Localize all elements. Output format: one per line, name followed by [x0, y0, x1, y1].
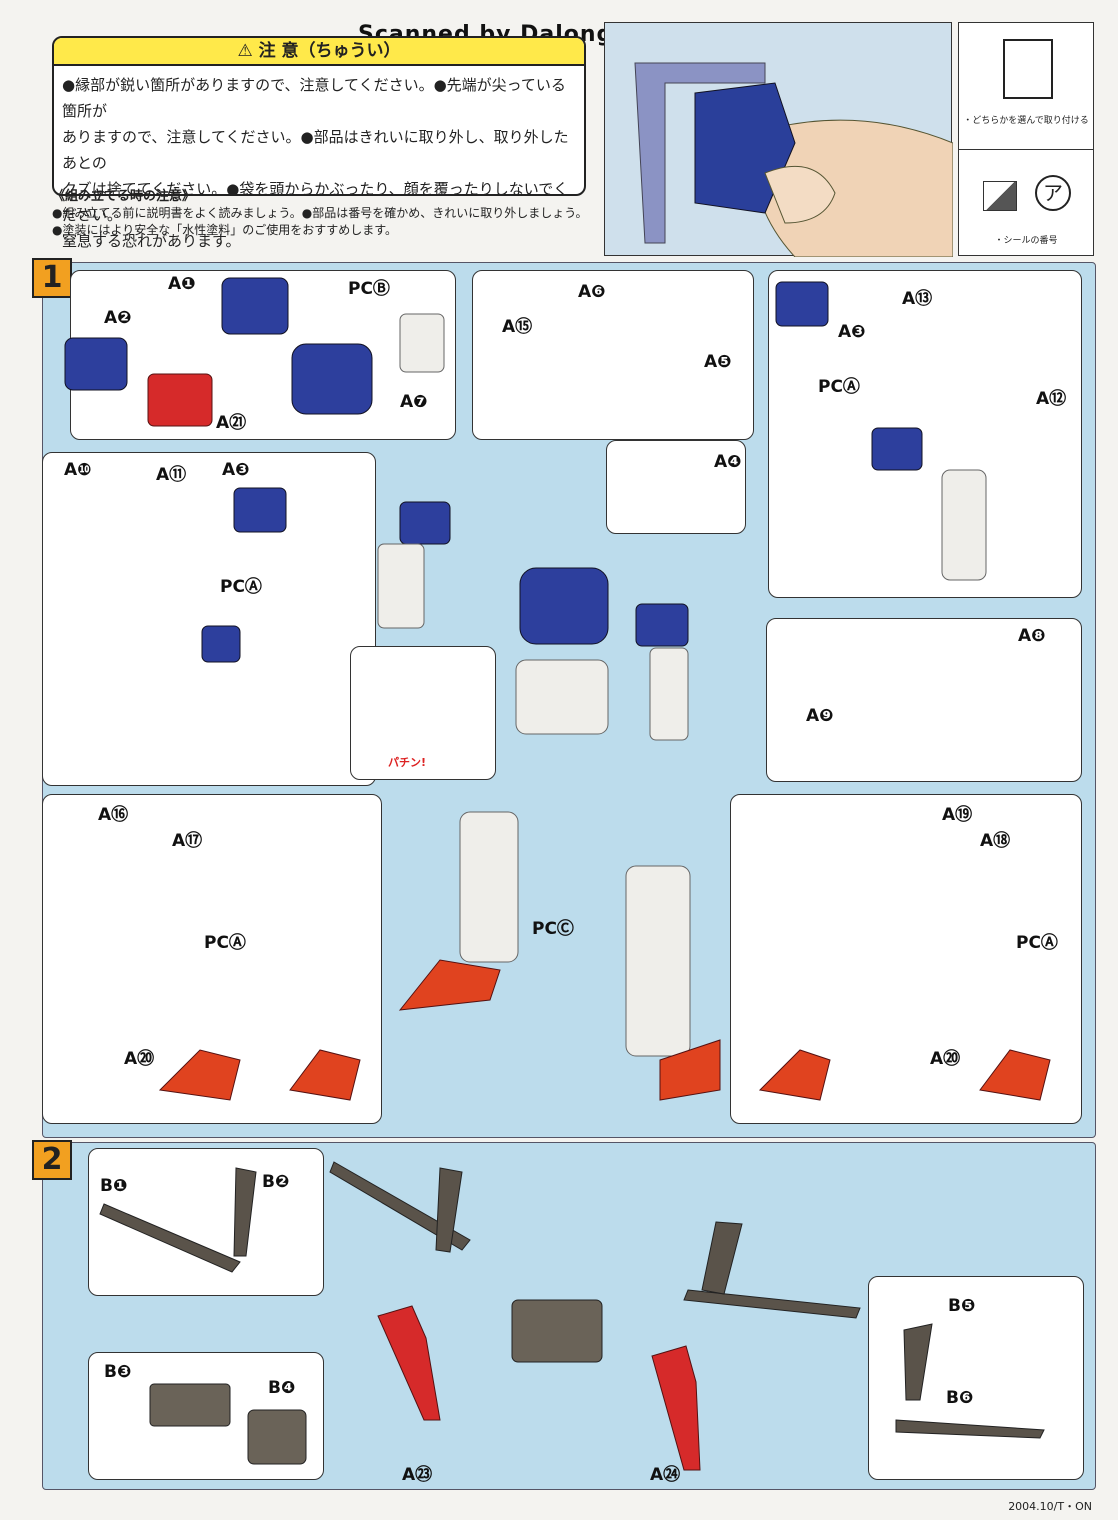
legend-choose: ・どちらかを選んで取り付ける [963, 116, 1089, 126]
snap-label: パチン! [388, 756, 427, 769]
part-label: A❼ [400, 392, 428, 412]
warning-line: 窒息する恐れがあります。 [62, 232, 241, 250]
part-label: A❾ [806, 706, 834, 726]
part-label: PCⒶ [204, 933, 246, 953]
part-label: A㉓ [402, 1465, 433, 1485]
hand-cutting-illustration [634, 62, 953, 257]
part-label: B❹ [268, 1378, 296, 1398]
part-label: A⑳ [124, 1049, 155, 1069]
warning-line: ●縁部が鋭い箇所がありますので、注意してください。●先端が尖っている箇所が [62, 76, 566, 120]
assembly-notes: 《組み立てる時の注意》 ●組み立てる前に説明書をよく読みましょう。●部品は番号を… [52, 188, 592, 239]
part-label: A⑫ [1036, 389, 1067, 409]
part-label: PCⒸ [532, 919, 574, 939]
notes-title: 《組み立てる時の注意》 [52, 189, 196, 204]
part-label: A❿ [64, 460, 92, 480]
part-label: A❽ [1018, 626, 1046, 646]
part-label: A❻ [578, 282, 606, 302]
sticker-number-icon: ア [1035, 175, 1071, 211]
legend-sticker: ・シールの番号 [994, 236, 1058, 246]
left-arm-panel [42, 452, 376, 786]
removal-illustration [604, 22, 953, 257]
step-number: 1 [32, 258, 72, 298]
part-label: B❷ [262, 1172, 290, 1192]
sticker-icon [983, 181, 1017, 211]
part-label: B❺ [948, 1296, 976, 1316]
part-label: A❶ [168, 274, 196, 294]
part-label: PCⒶ [1016, 933, 1058, 953]
part-label: A㉑ [216, 413, 247, 433]
part-label: B❶ [100, 1176, 128, 1196]
notes-line: ●組み立てる前に説明書をよく読みましょう。●部品は番号を確かめ、きれいに取り外し… [52, 206, 588, 220]
skirt-detail-panel [350, 646, 496, 780]
legend-box: ・どちらかを選んで取り付ける ア ・シールの番号 [958, 22, 1094, 256]
part-label: PCⒶ [818, 377, 860, 397]
part-label: A❸ [838, 322, 866, 342]
part-label: A⑱ [980, 831, 1011, 851]
part-label: A⑲ [942, 805, 973, 825]
waist-panel [766, 618, 1082, 782]
part-label: A⑰ [172, 831, 203, 851]
divider [959, 149, 1093, 150]
notes-line: ●塗装にはより安全な「水性塗料」のご使用をおすすめします。 [52, 223, 398, 237]
wing-b-panel [868, 1276, 1084, 1480]
choose-one-icon [1003, 39, 1053, 99]
print-code: 2004.10/T・ON [1008, 1500, 1092, 1513]
warning-line: クズは捨ててください。●袋を頭からかぶったり、顔を覆ったりしないでください。 [62, 180, 569, 224]
warning-title: ⚠ 注 意（ちゅうい） [54, 38, 584, 66]
part-label: A❸ [222, 460, 250, 480]
part-label: A⑮ [502, 317, 533, 337]
part-label: B❸ [104, 1362, 132, 1382]
part-label: A❷ [104, 308, 132, 328]
head-sticker-panel [606, 440, 746, 534]
step-number: 2 [32, 1140, 72, 1180]
part-label: A⑯ [98, 805, 129, 825]
warning-box: ⚠ 注 意（ちゅうい） ●縁部が鋭い箇所がありますので、注意してください。●先端… [52, 36, 586, 250]
warning-text: ●縁部が鋭い箇所がありますので、注意してください。●先端が尖っている箇所が あり… [62, 72, 576, 254]
part-label: A⑳ [930, 1049, 961, 1069]
part-label: A❺ [704, 352, 732, 372]
warning-line: ありますので、注意してください。●部品はきれいに取り外し、取り外したあとの [62, 128, 569, 172]
part-label: PCⒶ [220, 577, 262, 597]
part-label: A㉔ [650, 1465, 681, 1485]
part-label: A⑬ [902, 289, 933, 309]
part-label: A❹ [714, 452, 742, 472]
part-label: B❻ [946, 1388, 974, 1408]
part-label: A⑪ [156, 465, 187, 485]
part-label: PCⒷ [348, 279, 390, 299]
head-panel [472, 270, 754, 440]
